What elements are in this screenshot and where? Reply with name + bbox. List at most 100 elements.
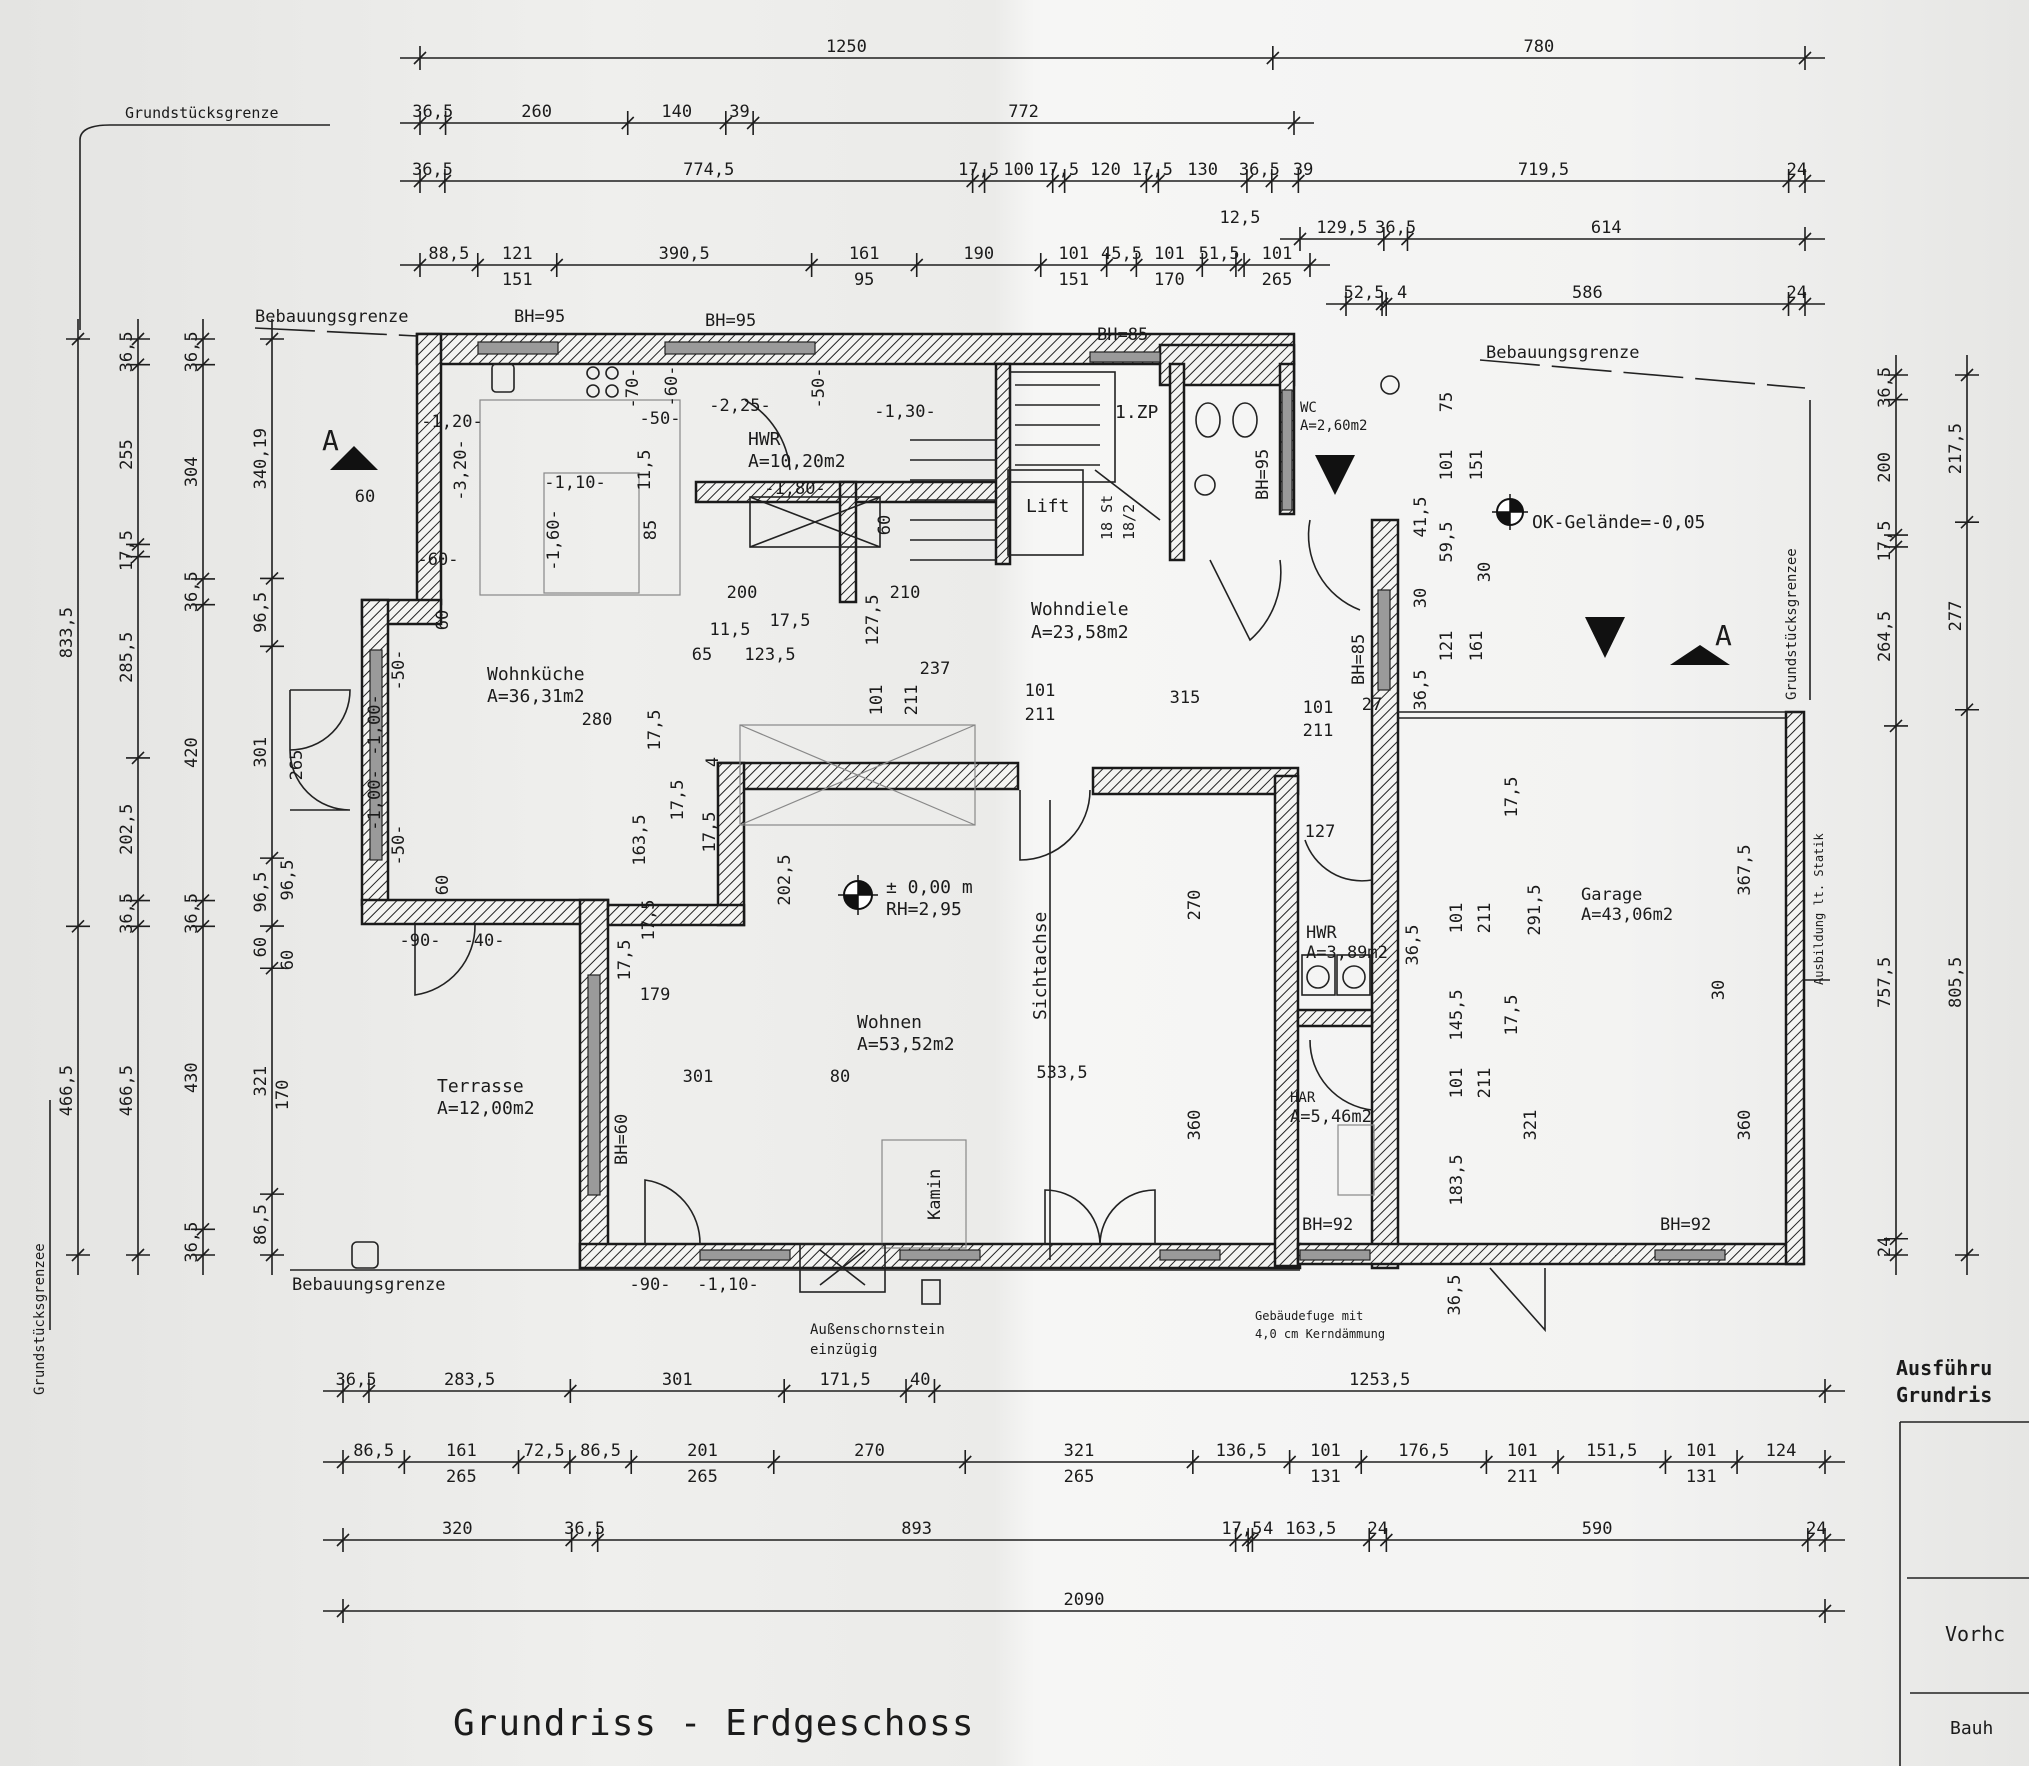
dimension-tick [1798, 46, 1812, 70]
room-area-hwr: A=10,20m2 [748, 451, 846, 472]
dimension-tick [126, 358, 150, 372]
wall-kitchen-south [360, 898, 610, 926]
dimension-sub-value: 151 [1058, 270, 1089, 290]
room-name-hwr-lower: HWR [1306, 923, 1337, 943]
parapet-height: BH=95 [705, 311, 756, 331]
dimension-tick [719, 111, 733, 135]
dimension-tick [563, 1379, 577, 1403]
interior-dimension: 101 [1303, 698, 1334, 718]
dimension-tick [1266, 46, 1280, 70]
dimension-value: 217,5 [1946, 423, 1966, 474]
dimension-value: 24 [1787, 283, 1807, 303]
interior-dimension: 123,5 [744, 645, 795, 665]
section-marker-right-icon [1670, 645, 1730, 665]
dimension-value: 2090 [1064, 1590, 1105, 1610]
dimension-value: 780 [1524, 37, 1555, 57]
dimension-tick [1782, 169, 1796, 193]
dimension-tick [191, 1222, 215, 1236]
dimension-tick [1884, 540, 1908, 554]
dimension-sub-value: 170 [1154, 270, 1185, 290]
dimension-value: 283,5 [444, 1370, 495, 1390]
interior-dimension: 60 [355, 487, 375, 507]
dimension-tick [1818, 1450, 1832, 1474]
dimension-value: 129,5 [1316, 218, 1367, 238]
dimension-value: 86,5 [580, 1441, 621, 1461]
dimension-tick [336, 1379, 350, 1403]
dimension-tick [1884, 1248, 1908, 1262]
dimension-sub-value: 211 [1507, 1467, 1538, 1487]
stair-ratio: 18/2 [1120, 504, 1138, 540]
dimension-tick [1884, 393, 1908, 407]
dimension-value: 36,5 [117, 893, 137, 934]
room-name-garage: Garage [1581, 885, 1642, 905]
title-block: Ausführu Grundris Vorhc Bauh [1896, 1356, 2029, 1766]
kitchen-counter [479, 399, 681, 596]
dimension-tick [1100, 253, 1114, 277]
interior-dimension: 211 [1475, 903, 1495, 934]
interior-dimension: -90- [630, 1275, 671, 1295]
title-block-frame [1899, 1421, 2029, 1766]
walls [360, 332, 1806, 1270]
dimension-value: 24 [1875, 1237, 1895, 1257]
dimension-tick [910, 253, 924, 277]
parapet-height: BH=95 [514, 307, 565, 327]
interior-dimension: -60- [662, 366, 682, 407]
title-block-row: Vorhc [1945, 1622, 2005, 1646]
dimension-tick [397, 1450, 411, 1474]
interior-dimension: 211 [902, 685, 922, 716]
dimension-tick [191, 572, 215, 586]
room-name-wohndiele: Wohndiele [1031, 599, 1129, 620]
boundary-lines [49, 124, 1830, 1330]
dimension-tick [1237, 253, 1251, 277]
interior-dimension: 291,5 [1525, 884, 1545, 935]
dimension-value: 17,5 [1875, 521, 1895, 562]
dimension-value: 161 [849, 244, 880, 264]
dimension-tick [191, 358, 215, 372]
dimension-tick [977, 169, 992, 193]
level-label: ± 0,00 m [886, 877, 973, 898]
dimension-value: 36,5 [182, 893, 202, 934]
interior-dimension: 121 [1437, 631, 1457, 662]
dimension-value: 893 [901, 1519, 932, 1539]
window [664, 341, 816, 355]
interior-dimension: 36,5 [1403, 925, 1423, 966]
bebauungsgrenze-label: Bebauungsgrenze [255, 307, 409, 327]
dimension-value: 100 [1003, 160, 1034, 180]
interior-dimension: 75 [1437, 392, 1457, 412]
interior-dimension: -2,25- [709, 396, 770, 416]
dimension-value: 340,19 [251, 428, 271, 489]
dimension-sub-value: 131 [1310, 1467, 1341, 1487]
room-name-wohnen: Wohnen [857, 1012, 922, 1033]
joint-note-2: 4,0 cm Kerndämmung [1255, 1327, 1385, 1341]
parapet-height: BH=95 [1253, 449, 1273, 500]
dimension-value: 151,5 [1586, 1441, 1637, 1461]
interior-dimension: 360 [1735, 1110, 1755, 1141]
dimension-tick [191, 894, 215, 908]
parapet-height: BH=85 [1349, 634, 1369, 685]
dimension-tick [1818, 1379, 1832, 1403]
dimension-tick [1129, 253, 1143, 277]
dimension-value: 51,5 [1199, 244, 1240, 264]
dimension-value: 4 [1263, 1519, 1273, 1539]
interior-dimension: 101 [867, 685, 887, 716]
dimension-value: 101 [1262, 244, 1293, 264]
wall-living-step [606, 903, 746, 927]
terrain-level-label: OK-Gelände=-0,05 [1532, 512, 1705, 533]
dimension-tick [591, 1528, 605, 1552]
dimension-tick [260, 1187, 284, 1201]
dimension-tick [1884, 368, 1908, 382]
room-area-har: A=5,46m2 [1290, 1107, 1372, 1127]
dimension-sub-value: 265 [687, 1467, 718, 1487]
drawing-title: Grundriss - Erdgeschoss [453, 1703, 975, 1744]
dimension-tick [66, 1248, 90, 1262]
window [1654, 1249, 1726, 1261]
interior-dimension: 211 [1025, 705, 1056, 725]
dimension-tick [1287, 111, 1301, 135]
dimension-value: 96,5 [251, 592, 271, 633]
interior-dimension: 170 [273, 1080, 293, 1111]
dimension-value: 36,5 [117, 331, 137, 372]
